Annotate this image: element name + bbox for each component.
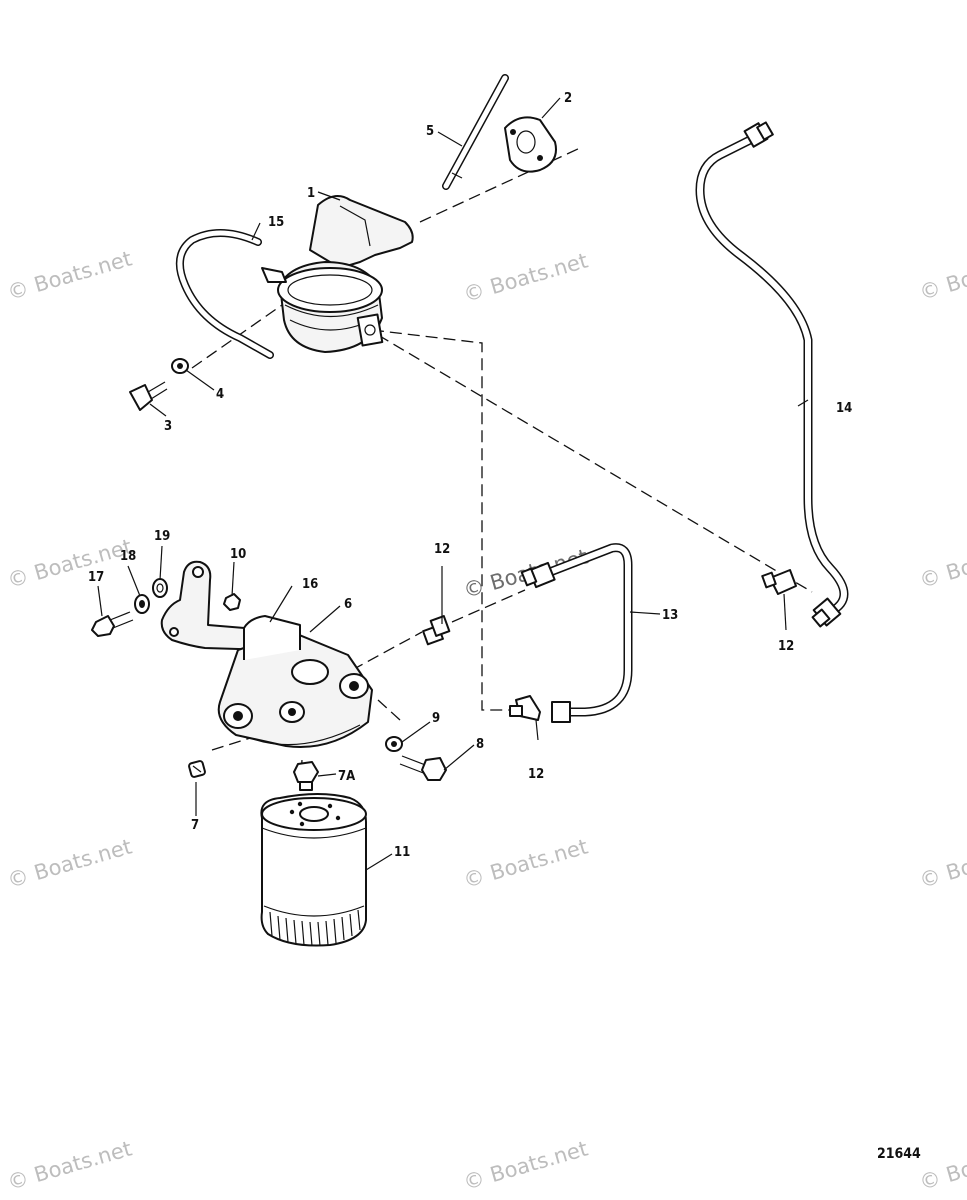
watermark: © Boats.net [917, 834, 967, 892]
fitting-12-left [422, 615, 451, 646]
watermarks: © Boats.net © Boats.net © Boats.net © Bo… [5, 246, 967, 1194]
fuel-line-13 [520, 543, 633, 723]
label-part-12-lower: 12 [528, 767, 544, 782]
label-part-3: 3 [164, 419, 172, 434]
filter-11 [260, 793, 367, 947]
watermark: © Boats.net [461, 1136, 591, 1194]
bolt-3 [129, 381, 168, 411]
watermark: © Boats.net [917, 534, 967, 592]
leader-lines [97, 97, 809, 871]
bracket-16 [160, 560, 271, 651]
watermark: © Boats.net [5, 246, 135, 304]
hose-5 [442, 74, 509, 190]
label-part-13: 13 [662, 608, 678, 623]
label-part-2: 2 [564, 91, 572, 106]
watermark: © Boats.net [917, 1136, 967, 1194]
label-part-7: 7 [191, 818, 199, 833]
watermark: © Boats.net [5, 534, 135, 592]
label-part-14: 14 [836, 401, 852, 416]
watermark: © Boats.net [5, 834, 135, 892]
hose-15 [175, 228, 274, 359]
figure-number: 21644 [877, 1146, 921, 1162]
gasket-2 [504, 116, 557, 173]
plug-7 [188, 760, 206, 778]
bolt-8 [399, 755, 447, 781]
watermark: © Boats.net [5, 1136, 135, 1194]
label-part-18: 18 [120, 549, 136, 564]
label-part-6: 6 [344, 597, 352, 612]
washer-19 [152, 578, 168, 598]
label-part-8: 8 [476, 737, 484, 752]
washer-4 [171, 358, 189, 374]
washer-9 [385, 736, 403, 752]
label-part-4: 4 [216, 387, 224, 402]
filter-head-6 [217, 615, 373, 748]
label-part-9: 9 [432, 711, 440, 726]
label-part-19: 19 [154, 529, 170, 544]
fitting-12-right [761, 569, 797, 595]
label-part-15: 15 [268, 215, 284, 230]
nut-10 [223, 593, 241, 611]
bolt-17 [91, 611, 134, 637]
label-part-17: 17 [88, 570, 104, 585]
filter-base-ribs [269, 909, 361, 947]
watermark: © Boats.net [461, 248, 591, 306]
label-part-10: 10 [230, 547, 246, 562]
fuel-pump-1 [261, 195, 414, 353]
fitting-12-bottom [509, 695, 541, 721]
washer-18 [134, 594, 150, 614]
label-part-7a: 7A [338, 769, 355, 784]
part-labels: 1 2 3 4 5 6 7 7A 8 9 10 11 12 12 12 13 1… [88, 91, 852, 860]
label-part-11: 11 [394, 845, 410, 860]
label-part-16: 16 [302, 577, 318, 592]
fuel-line-14 [695, 121, 849, 628]
label-part-12-right: 12 [778, 639, 794, 654]
watermark: © Boats.net [917, 246, 967, 304]
watermark: © Boats.net [461, 834, 591, 892]
label-part-12-upper: 12 [434, 542, 450, 557]
label-part-5: 5 [426, 124, 434, 139]
plug-7a [293, 761, 319, 791]
label-part-1: 1 [307, 186, 315, 201]
